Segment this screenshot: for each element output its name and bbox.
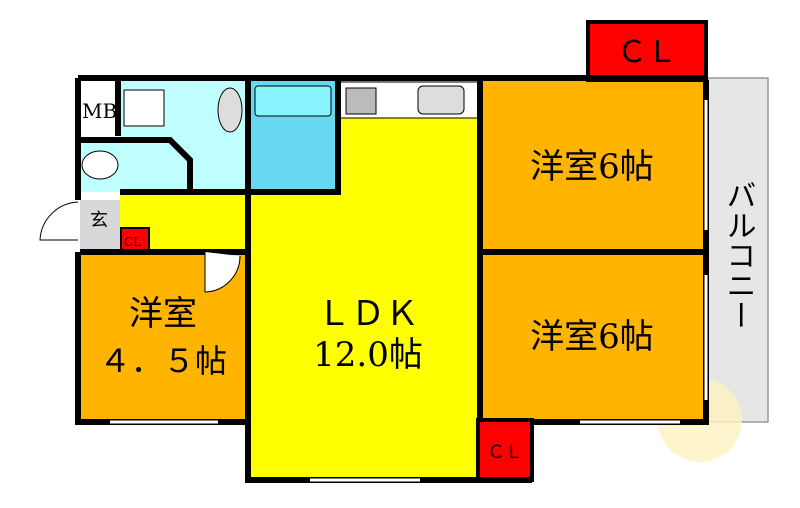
toilet-icon: [81, 150, 119, 180]
room-left-door: [204, 252, 241, 293]
room-top-right-label: 洋室6帖: [530, 147, 654, 187]
balcony-label: バルコニー: [721, 180, 756, 330]
ldk-name: ＬＤＫ: [317, 294, 419, 334]
mb-box: [80, 80, 118, 136]
room-bottom-right: [480, 252, 706, 422]
sink-icon: [417, 85, 465, 115]
stove-icon: [345, 87, 377, 115]
bathtub: [254, 85, 332, 117]
room-top-right: [480, 80, 706, 252]
closet-small-label: CL: [124, 235, 141, 249]
ldk-size: 12.0帖: [313, 335, 423, 375]
room-bottom-right-label: 洋室6帖: [530, 317, 654, 357]
room-left-name: 洋室: [129, 294, 197, 334]
closet-top-label: ＣＬ: [617, 35, 677, 70]
entrance-label: 玄: [90, 210, 108, 231]
room-left-size: ４．５帖: [99, 342, 227, 380]
entrance-door: [39, 201, 79, 241]
washer-icon: [123, 89, 165, 127]
windows: [110, 100, 708, 482]
balcony: [707, 77, 769, 423]
mb-label: MB: [82, 99, 117, 123]
basin-icon: [217, 87, 243, 133]
walls: [75, 75, 709, 483]
closet-bottom: [476, 418, 534, 482]
closet-bottom-label: ＣＬ: [487, 442, 523, 463]
entrance-area: [80, 200, 120, 252]
